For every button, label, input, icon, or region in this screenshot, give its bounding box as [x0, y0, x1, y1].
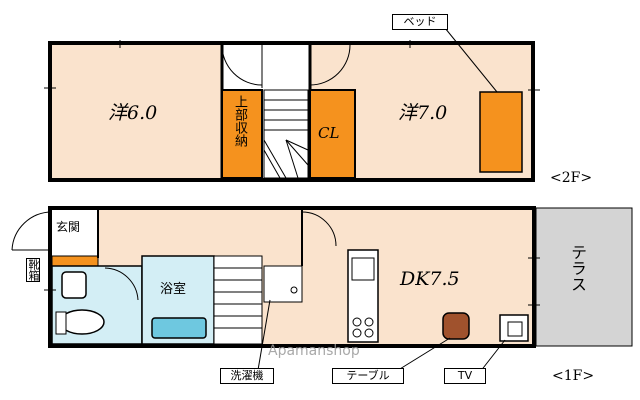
floor-2f: [44, 27, 540, 182]
door-swing-left: [221, 44, 263, 86]
room-label-2f-east: 洋7.0: [398, 102, 448, 124]
kitchen-sink-icon: [351, 257, 375, 281]
tv-icon: [499, 314, 529, 342]
table-label: テーブル: [332, 368, 404, 384]
sink-icon: [61, 271, 87, 299]
closet-2f: [309, 89, 356, 179]
entrance-label: 玄関: [56, 220, 81, 234]
shoe-box-label: 靴箱: [26, 258, 40, 282]
level-label-2f: <2F>: [550, 170, 593, 186]
shoe-box: [51, 255, 99, 267]
level-label-1f: <1F>: [552, 368, 595, 384]
stove-icon: [352, 317, 362, 327]
bed-label: ベッド: [392, 14, 448, 30]
terrace-label: テラス: [568, 244, 587, 292]
room-label-2f-west: 洋6.0: [108, 102, 158, 124]
floor-1f: [11, 206, 633, 373]
stair-steps-1f: [214, 267, 262, 329]
washer-space: [263, 265, 303, 303]
stairs-2f: [263, 89, 309, 179]
toilet-door-swing: [104, 267, 139, 301]
storage-label: 上部収納: [232, 95, 247, 147]
closet-label: CL: [318, 124, 340, 142]
door-swing-right: [309, 44, 351, 86]
dk-label: DK7.5: [400, 268, 460, 290]
stairs-1f: [213, 255, 263, 345]
entrance-area: [52, 210, 98, 256]
watermark: Apamanshop: [268, 343, 360, 359]
table-callout-line: [394, 337, 451, 373]
tv-label: TV: [444, 368, 486, 384]
entrance-door-swing: [11, 211, 53, 251]
storage-2f: [221, 89, 263, 179]
window-marks-2f: [44, 40, 540, 91]
bathtub-icon: [151, 317, 207, 339]
bed: [479, 91, 523, 173]
bed-callout-line: [444, 27, 498, 93]
window-marks-1f: [44, 257, 540, 306]
bathroom-label: 浴室: [160, 282, 187, 297]
tv-callout-line: [479, 339, 506, 373]
washer-label: 洗濯機: [220, 368, 274, 384]
table-icon: [442, 312, 470, 340]
washer-callout-line: [257, 299, 271, 371]
dk-door-swing: [301, 211, 337, 247]
terrace: [535, 207, 633, 347]
toilet-icon: [59, 309, 105, 335]
